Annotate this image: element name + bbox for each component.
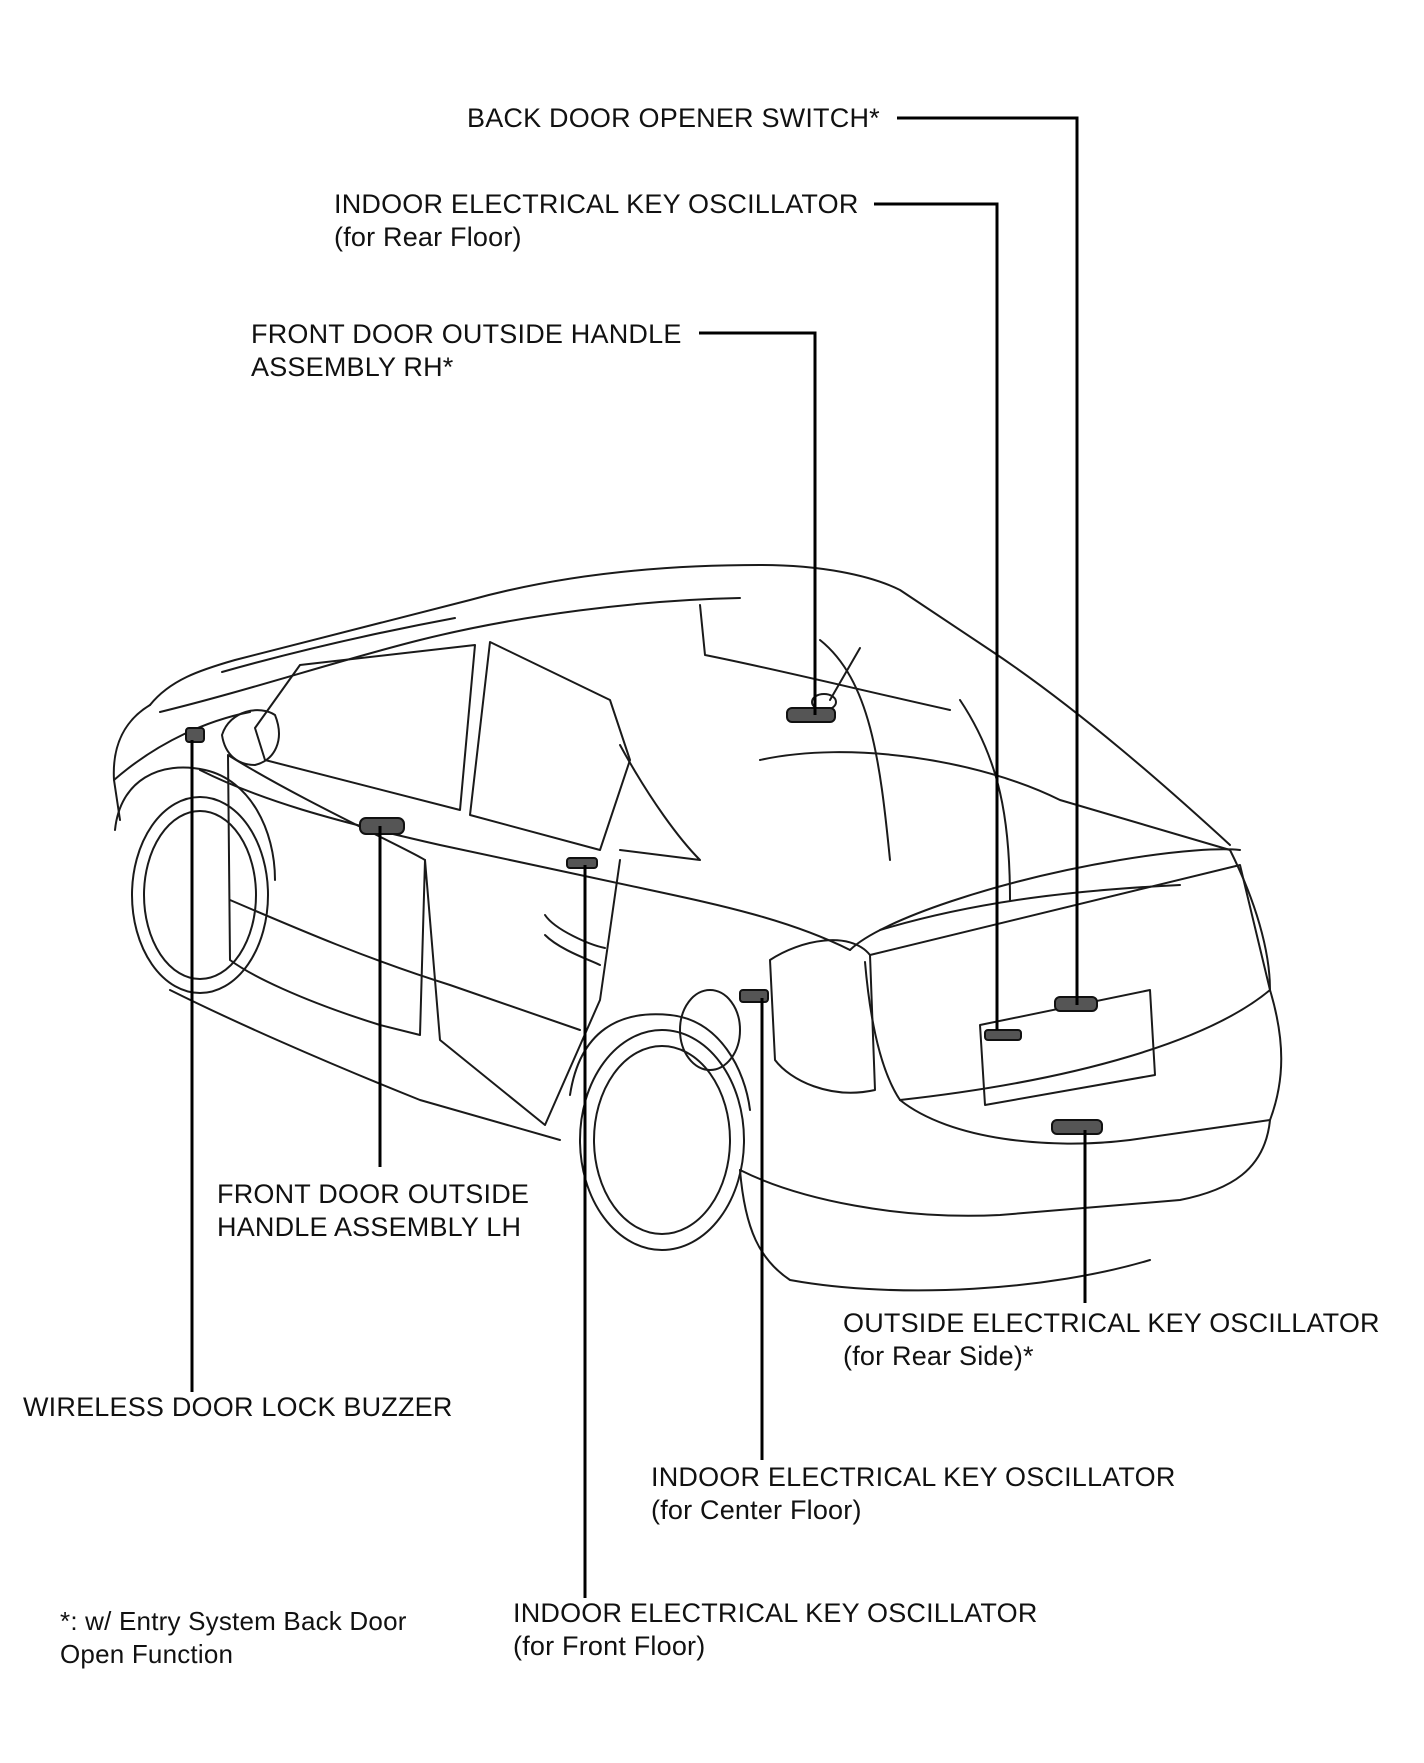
footnote-line: Open Function <box>60 1639 234 1669</box>
label-line: FRONT DOOR OUTSIDE <box>217 1179 530 1209</box>
label-line: WIRELESS DOOR LOCK BUZZER <box>23 1392 453 1422</box>
label-line: (for Center Floor) <box>651 1495 862 1525</box>
footnote: *: w/ Entry System Back Door Open Functi… <box>60 1605 407 1671</box>
rh-handle-part <box>786 707 836 723</box>
label-line: FRONT DOOR OUTSIDE HANDLE <box>251 319 682 349</box>
label-line: INDOOR ELECTRICAL KEY OSCILLATOR <box>334 189 859 219</box>
label-indoor-osc-front-floor: INDOOR ELECTRICAL KEY OSCILLATOR (for Fr… <box>513 1597 1038 1663</box>
label-outside-osc-rear-side: OUTSIDE ELECTRICAL KEY OSCILLATOR (for R… <box>843 1307 1380 1373</box>
center-floor-osc-part <box>739 989 769 1003</box>
footnote-line: *: w/ Entry System Back Door <box>60 1606 407 1636</box>
label-front-door-handle-rh: FRONT DOOR OUTSIDE HANDLE ASSEMBLY RH* <box>251 318 682 384</box>
front-floor-osc-part <box>566 857 598 869</box>
label-back-door-opener-switch: BACK DOOR OPENER SWITCH* <box>467 102 880 135</box>
label-front-door-handle-lh: FRONT DOOR OUTSIDE HANDLE ASSEMBLY LH <box>217 1178 529 1244</box>
label-line: (for Front Floor) <box>513 1631 706 1661</box>
label-line: BACK DOOR OPENER SWITCH* <box>467 103 880 133</box>
label-line: OUTSIDE ELECTRICAL KEY OSCILLATOR <box>843 1308 1380 1338</box>
label-indoor-osc-center-floor: INDOOR ELECTRICAL KEY OSCILLATOR (for Ce… <box>651 1461 1176 1527</box>
buzzer-part <box>185 727 205 743</box>
component-marks <box>185 707 1103 1135</box>
label-line: (for Rear Side)* <box>843 1341 1034 1371</box>
label-line: HANDLE ASSEMBLY LH <box>217 1212 522 1242</box>
label-line: ASSEMBLY RH* <box>251 352 454 382</box>
leader-back-door-opener-switch <box>897 116 1079 1005</box>
label-line: (for Rear Floor) <box>334 222 522 252</box>
label-line: INDOOR ELECTRICAL KEY OSCILLATOR <box>651 1462 1176 1492</box>
lh-handle-part <box>359 817 405 835</box>
leader-indoor-osc-rear-floor <box>874 202 999 1030</box>
leader-front-door-handle-rh <box>699 331 817 715</box>
label-line: INDOOR ELECTRICAL KEY OSCILLATOR <box>513 1598 1038 1628</box>
leader-lines <box>190 116 1087 1598</box>
vehicle-outline <box>112 564 1283 1292</box>
outside-osc-part <box>1051 1119 1103 1135</box>
rear-floor-osc-part <box>984 1029 1022 1041</box>
label-indoor-osc-rear-floor: INDOOR ELECTRICAL KEY OSCILLATOR (for Re… <box>334 188 859 254</box>
label-wireless-door-lock-buzzer: WIRELESS DOOR LOCK BUZZER <box>23 1391 453 1424</box>
